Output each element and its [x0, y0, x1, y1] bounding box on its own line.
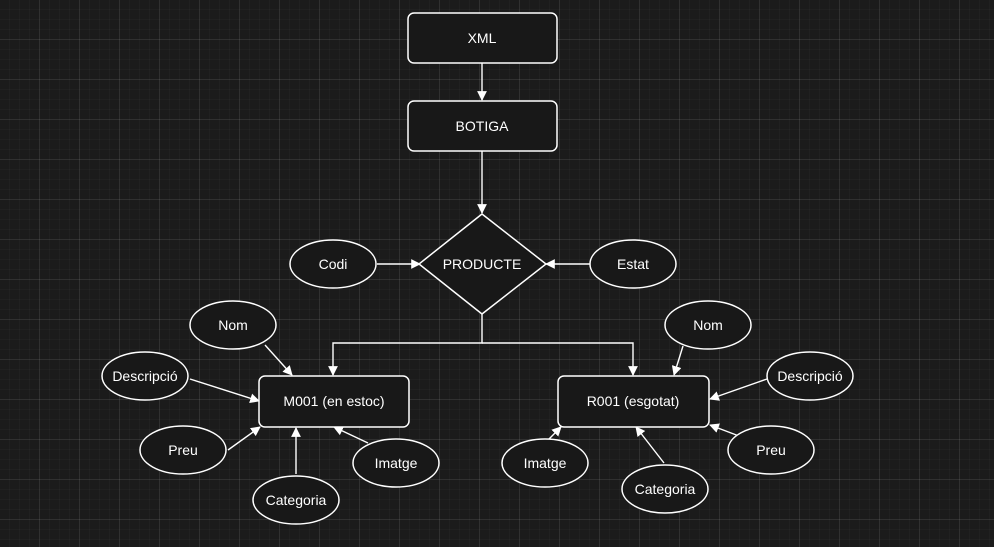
m-descripcio-node[interactable]: Descripció — [101, 351, 189, 401]
edge-m-preu — [227, 426, 261, 451]
edge-r-descripcio — [709, 378, 768, 401]
estat-node[interactable]: Estat — [589, 239, 677, 289]
r-imatge-node[interactable]: Imatge — [501, 438, 589, 488]
m-imatge-node[interactable]: Imatge — [352, 438, 440, 488]
r001-label: R001 (esgotat) — [587, 393, 680, 409]
edge-r-nom — [671, 345, 684, 376]
m-nom-label: Nom — [218, 317, 248, 333]
m-preu-node[interactable]: Preu — [139, 425, 227, 475]
r-categoria-node[interactable]: Categoria — [621, 464, 709, 514]
botiga-node[interactable]: BOTIGA — [407, 100, 558, 152]
m-descripcio-label: Descripció — [112, 368, 178, 384]
m-nom-node[interactable]: Nom — [189, 300, 277, 350]
m001-label: M001 (en estoc) — [283, 393, 384, 409]
edge-producte-m001 — [328, 314, 483, 376]
edge-producte-r001 — [482, 342, 638, 376]
codi-label: Codi — [319, 256, 348, 272]
r-preu-node[interactable]: Preu — [727, 425, 815, 475]
edge-r-preu — [709, 423, 740, 437]
estat-label: Estat — [617, 256, 649, 272]
codi-node[interactable]: Codi — [289, 239, 377, 289]
botiga-label: BOTIGA — [456, 118, 510, 134]
r-categoria-label: Categoria — [635, 481, 696, 497]
producte-label: PRODUCTE — [443, 256, 522, 272]
m-categoria-node[interactable]: Categoria — [252, 475, 340, 525]
edges — [189, 63, 768, 474]
edge-r-categoria — [635, 426, 665, 464]
edge-m-imatge — [333, 426, 369, 444]
xml-label: XML — [468, 30, 497, 46]
r-descripcio-label: Descripció — [777, 368, 843, 384]
r-preu-label: Preu — [756, 442, 786, 458]
edge-m-descripcio — [189, 378, 260, 403]
r-imatge-label: Imatge — [524, 455, 567, 471]
producte-node[interactable]: PRODUCTE — [417, 213, 548, 315]
m-imatge-label: Imatge — [375, 455, 418, 471]
xml-node[interactable]: XML — [407, 12, 558, 64]
m-categoria-label: Categoria — [266, 492, 327, 508]
r001-node[interactable]: R001 (esgotat) — [557, 375, 710, 428]
r-nom-node[interactable]: Nom — [664, 300, 752, 350]
r-nom-label: Nom — [693, 317, 723, 333]
m-preu-label: Preu — [168, 442, 198, 458]
r-descripcio-node[interactable]: Descripció — [766, 351, 854, 401]
m001-node[interactable]: M001 (en estoc) — [258, 375, 410, 428]
edge-m-nom — [264, 344, 293, 376]
